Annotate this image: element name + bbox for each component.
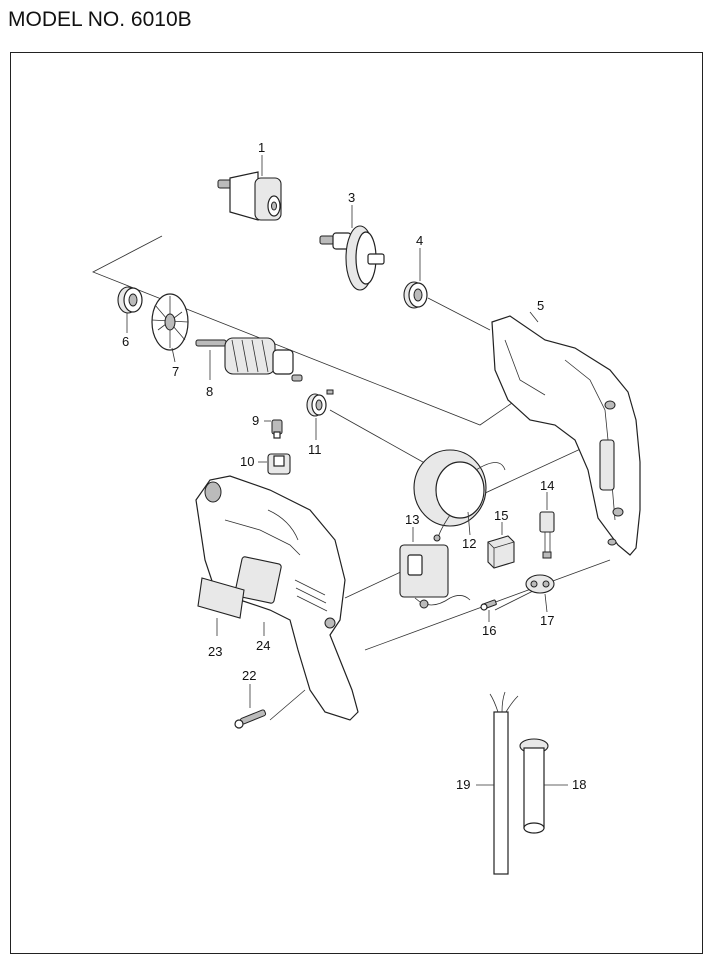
part-label-18: 18 [572,777,586,792]
part-label-14: 14 [540,478,554,493]
carbon-brush [271,419,283,439]
cord-clamp [525,574,555,594]
switch-block [487,535,515,569]
diagram-frame [10,52,703,954]
motor-housing [195,475,359,721]
switch [399,544,471,609]
part-label-22: 22 [242,668,256,683]
spindle-gear [319,225,385,291]
ball-bearing-4 [403,281,428,309]
cooling-fan [151,293,189,351]
part-label-9: 9 [252,413,259,428]
screw-16 [480,599,497,611]
part-label-1: 1 [258,140,265,155]
strain-relief [519,738,549,834]
ball-bearing-11 [306,389,334,417]
power-cord [489,691,519,875]
part-label-8: 8 [206,384,213,399]
part-label-5: 5 [537,298,544,313]
part-label-6: 6 [122,334,129,349]
brush-holder [267,453,291,475]
part-label-4: 4 [416,233,423,248]
part-label-24: 24 [256,638,270,653]
part-label-19: 19 [456,777,470,792]
drill-chuck [217,171,282,221]
gear-housing [491,315,641,556]
armature [195,337,303,382]
screw-22 [234,709,267,729]
field-coil [413,449,506,542]
part-label-15: 15 [494,508,508,523]
part-label-17: 17 [540,613,554,628]
part-label-23: 23 [208,644,222,659]
part-label-12: 12 [462,536,476,551]
part-label-3: 3 [348,190,355,205]
ball-bearing-6 [117,286,143,314]
part-label-13: 13 [405,512,419,527]
model-title: MODEL NO. 6010B [8,8,192,31]
part-label-7: 7 [172,364,179,379]
part-label-10: 10 [240,454,254,469]
part-label-11: 11 [308,442,322,457]
noise-suppressor [539,511,555,559]
part-labels: 1 3 4 5 6 7 8 9 10 11 12 13 14 15 16 17 … [122,140,586,792]
nameplate [197,577,245,619]
part-label-16: 16 [482,623,496,638]
